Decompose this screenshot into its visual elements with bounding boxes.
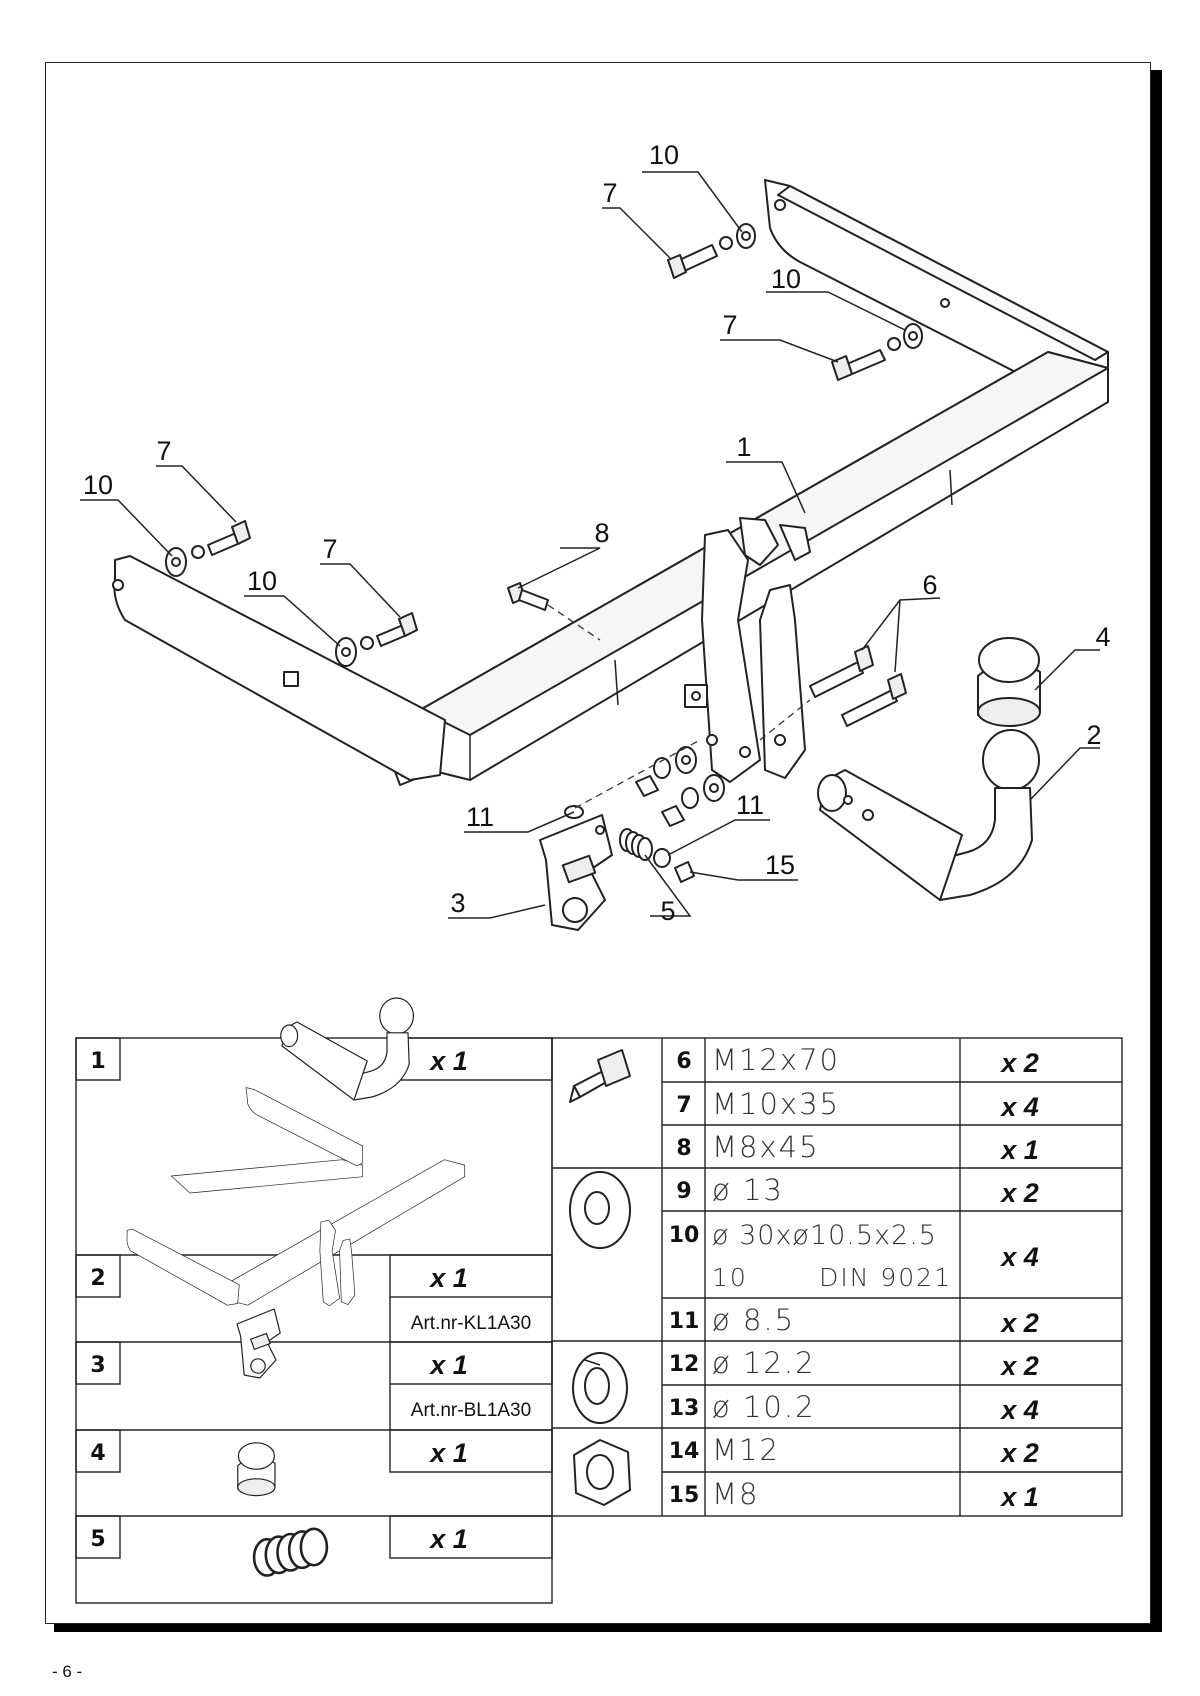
part-num-2: 2 (90, 1266, 105, 1291)
part-num-5: 5 (90, 1527, 105, 1552)
part-num-11: 11 (669, 1309, 700, 1334)
callout-10: 10 (83, 470, 113, 500)
tow-ball-2 (817, 729, 1040, 901)
callout-7: 7 (602, 178, 617, 208)
part-qty-14: x 2 (999, 1438, 1039, 1468)
bolt-set-left (165, 520, 418, 667)
bolts-6 (759, 645, 907, 741)
part-spec-14: M12 (712, 1433, 780, 1467)
part-spec-10: ø 30xø10.5x2.5 (712, 1220, 937, 1251)
part-qty-8: x 1 (999, 1135, 1039, 1165)
thumb-frame-1 (126, 1087, 466, 1307)
part-qty-9: x 2 (999, 1178, 1039, 1208)
part-qty-1: x 1 (428, 1046, 468, 1076)
callout-5: 5 (660, 896, 675, 926)
nut-15 (674, 861, 695, 883)
part-num-8: 8 (676, 1136, 691, 1161)
part-qty-15: x 1 (999, 1482, 1039, 1512)
part-qty-3: x 1 (428, 1350, 468, 1380)
part-spec-13: ø 10.2 (712, 1390, 816, 1424)
nut-icon (573, 1439, 631, 1506)
part-num-13: 13 (669, 1396, 700, 1421)
bolt-set-upper-right (667, 223, 923, 381)
callout-10: 10 (247, 566, 277, 596)
callout-3: 3 (450, 888, 465, 918)
part-art-2: Art.nr-KL1A30 (411, 1313, 531, 1334)
spring-5 (619, 828, 653, 861)
part-num-10: 10 (669, 1223, 700, 1248)
part-qty-7: x 4 (999, 1092, 1039, 1122)
part-num-6: 6 (676, 1049, 691, 1074)
callout-11: 11 (466, 802, 494, 832)
part-spec-8: M8x45 (712, 1130, 820, 1164)
page-number: - 6 - (52, 1662, 83, 1681)
part-qty-11: x 2 (999, 1308, 1039, 1338)
tow-bar-frame (112, 179, 1109, 786)
bolt-8 (507, 582, 601, 641)
part-qty-10: x 4 (999, 1242, 1039, 1272)
washer-11 (653, 848, 671, 868)
part-qty-12: x 2 (999, 1351, 1039, 1381)
part-spec-9: ø 13 (712, 1173, 784, 1207)
callout-7: 7 (156, 436, 171, 466)
callout-1: 1 (736, 432, 751, 462)
callout-10: 10 (649, 140, 679, 170)
part-art-3: Art.nr-BL1A30 (411, 1400, 531, 1421)
part-spec-6: M12x70 (712, 1043, 840, 1077)
washer-icon (569, 1171, 631, 1249)
part-spec-12: ø 12.2 (712, 1346, 816, 1380)
part-spec-10-std-a: 10 (712, 1263, 748, 1292)
ball-cover-4 (977, 637, 1041, 727)
part-qty-5: x 1 (428, 1524, 468, 1554)
thumb-spring-5 (252, 1527, 329, 1577)
part-qty-2: x 1 (428, 1263, 468, 1293)
part-spec-11: ø 8.5 (712, 1303, 795, 1337)
callout-7: 7 (722, 310, 737, 340)
part-spec-15: M8 (712, 1477, 759, 1511)
part-spec-7: M10x35 (712, 1087, 840, 1121)
part-num-9: 9 (676, 1179, 691, 1204)
socket-plate-3 (539, 739, 701, 931)
part-num-12: 12 (669, 1352, 700, 1377)
part-num-7: 7 (676, 1093, 691, 1118)
callout-7: 7 (322, 534, 337, 564)
callout-8: 8 (594, 518, 609, 548)
leader-lines (80, 171, 1100, 919)
part-num-1: 1 (90, 1049, 105, 1074)
callout-4: 4 (1095, 622, 1110, 652)
part-num-14: 14 (669, 1439, 700, 1464)
thumb-cover-4 (237, 1442, 276, 1497)
part-num-4: 4 (90, 1441, 105, 1466)
thumb-plate-3 (236, 1308, 281, 1379)
callout-2: 2 (1086, 720, 1101, 750)
callout-10: 10 (771, 264, 801, 294)
parts-table: 1 2 3 4 5 x 1 x 1 x 1 x 1 x 1 Art.nr-KL1… (75, 997, 1123, 1604)
spring-washer-icon (572, 1352, 628, 1424)
part-num-15: 15 (669, 1483, 700, 1508)
part-qty-13: x 4 (999, 1395, 1039, 1425)
callout-11: 11 (736, 790, 764, 820)
part-qty-6: x 2 (999, 1048, 1039, 1078)
part-num-3: 3 (90, 1353, 105, 1378)
bolt-icon (569, 1049, 631, 1103)
washers-nuts-center (635, 746, 725, 827)
thumb-towball-2 (280, 997, 415, 1101)
callout-6: 6 (922, 570, 937, 600)
part-spec-10-std-b: DIN 9021 (819, 1263, 952, 1292)
callout-15: 15 (765, 850, 795, 880)
part-qty-4: x 1 (428, 1438, 468, 1468)
